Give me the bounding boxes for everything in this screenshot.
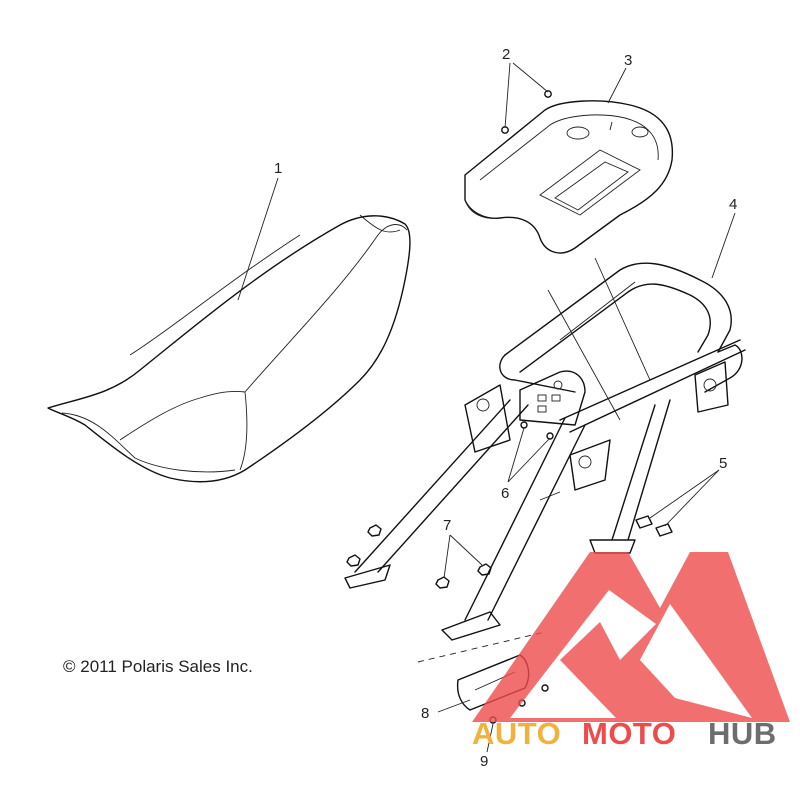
fasteners-part-5 [635, 515, 673, 537]
callout-3: 3 [624, 52, 632, 69]
automotohub-logo [472, 552, 790, 722]
storage-tray-part [464, 100, 674, 254]
seat-part [47, 214, 411, 483]
callout-4: 4 [729, 196, 737, 213]
leader-lines [237, 62, 736, 753]
rear-rack-frame-part [344, 257, 746, 641]
fasteners-part-6 [520, 421, 554, 440]
fastener-nuts-part-2 [501, 90, 552, 134]
callout-8: 8 [421, 705, 429, 722]
watermark-moto: MOTO [582, 716, 676, 751]
callout-1: 1 [274, 160, 282, 177]
watermark-hub: HUB [708, 716, 777, 751]
watermark-auto: AUTO [472, 716, 561, 751]
callout-2: 2 [502, 46, 510, 63]
callout-6: 6 [501, 485, 509, 502]
logo-triangle-mark [472, 552, 790, 722]
callout-9: 9 [480, 753, 488, 770]
watermark-text: AUTO MOTO HUB [472, 716, 777, 751]
callout-5: 5 [719, 455, 727, 472]
copyright-text: © 2011 Polaris Sales Inc. [63, 657, 253, 676]
callout-labels: 1 2 3 4 5 6 7 8 9 [274, 46, 737, 770]
callout-7: 7 [443, 517, 451, 534]
fasteners-part-7 [346, 524, 492, 589]
